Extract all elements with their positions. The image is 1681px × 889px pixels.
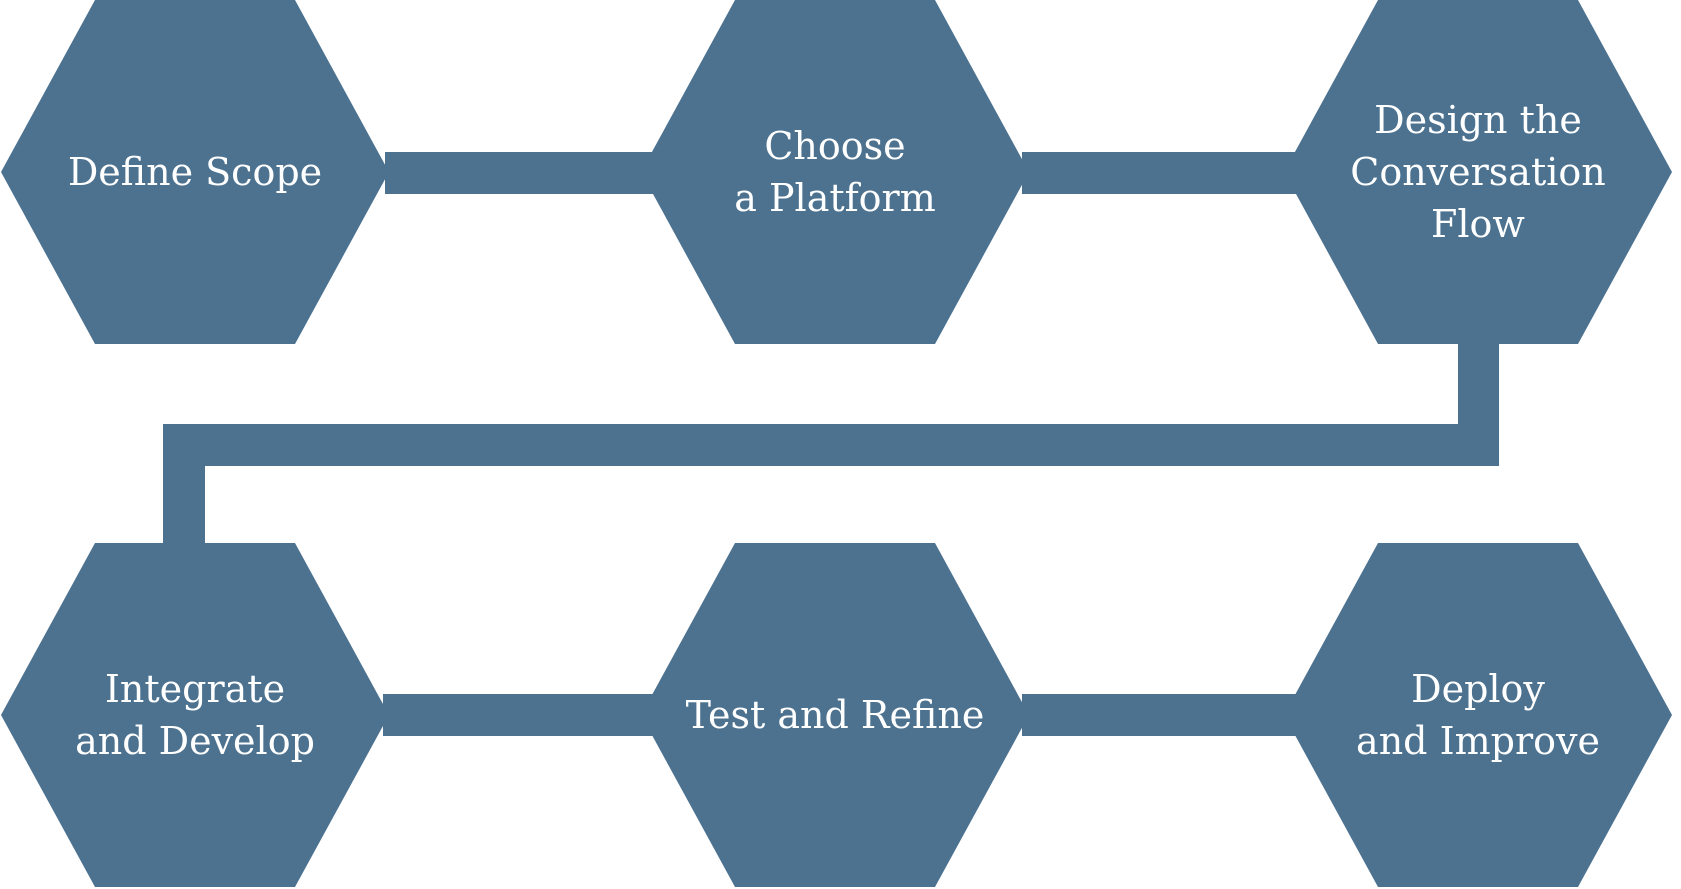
connector-4-5 [383,694,655,736]
step-hexagon [641,0,1029,344]
step-label-line: Deploy [1411,667,1545,711]
step-hexagon [641,543,1029,887]
step-6: Deploy and Improve [1284,543,1672,887]
step-label-line: Flow [1431,202,1525,246]
step-label-line: a Platform [734,176,936,220]
step-4: Integrate and Develop [1,543,389,887]
step-label-line: Define Scope [68,150,322,194]
connector-2-3 [1022,152,1297,194]
step-label-line: and Develop [75,719,315,763]
step-5: Test and Refine [641,543,1029,887]
step-label-line: and Improve [1356,719,1600,763]
step-hexagon [1284,543,1672,887]
step-hexagon [1,0,389,344]
step-label-line: Design the [1374,98,1582,142]
step-label-line: Test and Refine [686,693,985,737]
step-label-line: Conversation [1350,150,1605,194]
step-2: Choose a Platform [641,0,1029,344]
step-hexagon [1,543,389,887]
connectors [163,152,1499,736]
step-1: Define Scope [1,0,389,344]
connector-1-2 [385,152,655,194]
step-label-line: Integrate [105,667,285,711]
connector-5-6 [1022,694,1297,736]
step-hexagon [1284,0,1672,344]
connector-3-4 [163,340,1499,547]
step-label-line: Choose [764,124,905,168]
